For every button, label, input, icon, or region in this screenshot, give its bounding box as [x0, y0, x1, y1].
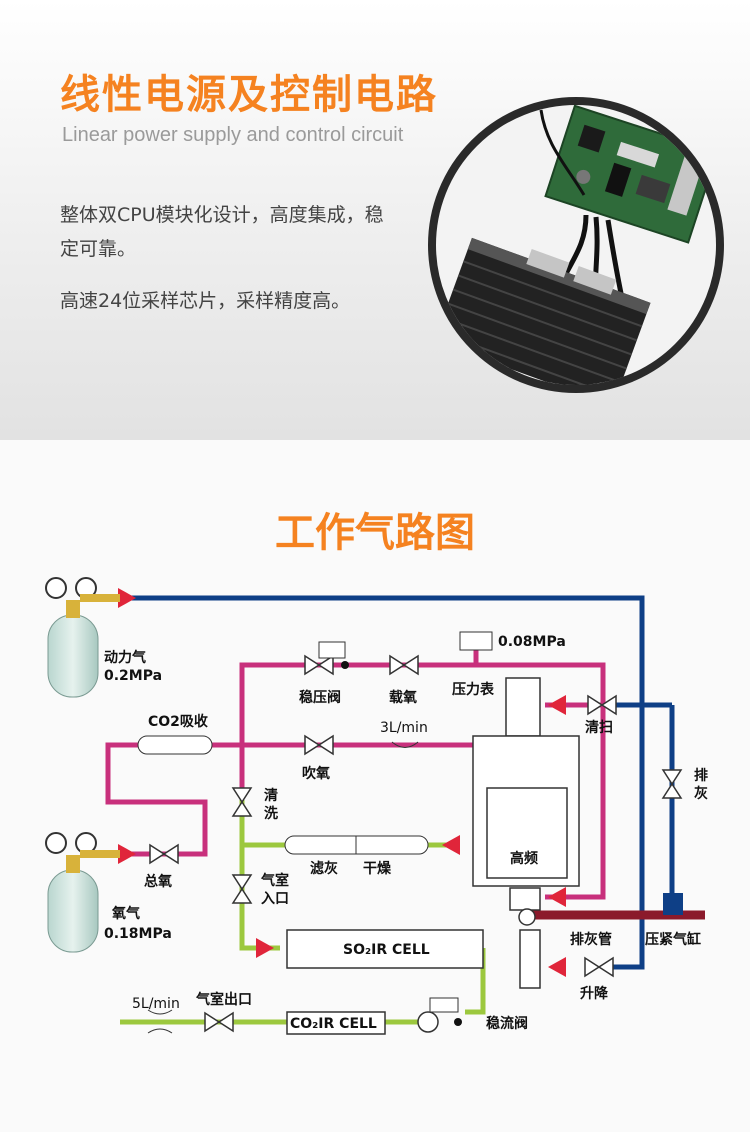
label-purge: 清扫: [585, 719, 613, 736]
label-chamber-inlet-1: 气室: [260, 872, 289, 889]
flowmeter-3-icon: [391, 741, 419, 748]
label-clean-2: 洗: [264, 805, 278, 822]
label-pressure-gauge: 压力表: [452, 681, 495, 698]
description-2: 高速24位采样芯片，采样精度高。: [60, 290, 351, 312]
label-chamber-outlet: 气室出口: [195, 991, 252, 1008]
label-dryer: 干燥: [363, 860, 392, 877]
gas-path-diagram: 动力气 0.2MPa 氧气 0.18MPa 稳压阀 载氧 压力表 0.08MPa…: [45, 577, 708, 1035]
label-carrier-oxygen: 载氧: [389, 689, 417, 706]
steady-valve-dot: [454, 1018, 462, 1026]
label-lift: 升降: [580, 985, 609, 1002]
label-regulator: 稳压阀: [299, 689, 341, 706]
label-clean-1: 清: [264, 787, 278, 804]
diagram-title: 工作气路图: [275, 509, 475, 556]
steady-valve-box: [429, 997, 459, 1013]
page-subtitle: Linear power supply and control circuit: [62, 124, 404, 146]
co2-ir-cell: [286, 1011, 386, 1035]
circuit-board-illustration: [436, 105, 716, 385]
cylinder-block: [663, 893, 683, 915]
oxygen-tank: [45, 832, 120, 953]
valves: [149, 654, 683, 1033]
circuit-photo: [428, 97, 724, 393]
blue-power-gas-line: [130, 595, 675, 970]
label-high-freq: 高频: [510, 850, 538, 867]
label-power-gas-pressure: 0.2MPa: [104, 668, 162, 684]
steady-valve-circle: [417, 1011, 439, 1033]
regulator-cap: [318, 641, 346, 659]
label-power-gas: 动力气: [104, 649, 146, 666]
co2-absorber-tube: [137, 735, 213, 755]
label-ash-exhaust-2: 灰: [694, 785, 708, 802]
so2-ir-cell: [286, 929, 484, 969]
label-oxygen-pressure: 0.18MPa: [104, 926, 172, 942]
description-1: 整体双CPU模块化设计，高度集成，稳定可靠。: [60, 204, 384, 260]
label-steady-valve: 稳流阀: [486, 1015, 528, 1032]
label-co2-absorb: CO2吸收: [148, 713, 209, 730]
label-flow-5: 5L/min: [132, 996, 180, 1012]
label-cylinder: 压紧气缸: [645, 931, 701, 948]
label-blow-oxygen: 吹氧: [302, 765, 330, 782]
label-flow-3: 3L/min: [380, 720, 428, 736]
flowmeter-5b-icon: [147, 1028, 173, 1034]
label-oxygen: 氧气: [111, 905, 140, 922]
label-ash-exhaust-1: 排: [694, 767, 708, 784]
label-so2-cell: SO₂IR CELL: [343, 942, 430, 958]
label-main-oxygen: 总氧: [144, 873, 172, 890]
gauge-box: [459, 631, 493, 651]
high-frequency-furnace: [472, 677, 580, 989]
page-title: 线性电源及控制电路: [60, 72, 438, 118]
flowmeter-5-icon: [147, 1009, 173, 1015]
label-ash-pipe: 排灰管: [570, 931, 612, 948]
label-ash-filter: 滤灰: [310, 860, 338, 877]
label-gauge-value: 0.08MPa: [498, 634, 566, 650]
regulator-dot: [341, 661, 349, 669]
green-sample-line: [120, 800, 486, 1025]
label-co2-cell: CO₂IR CELL: [290, 1016, 377, 1032]
label-chamber-inlet-2: 入口: [261, 891, 289, 907]
power-gas-tank: [45, 577, 120, 698]
